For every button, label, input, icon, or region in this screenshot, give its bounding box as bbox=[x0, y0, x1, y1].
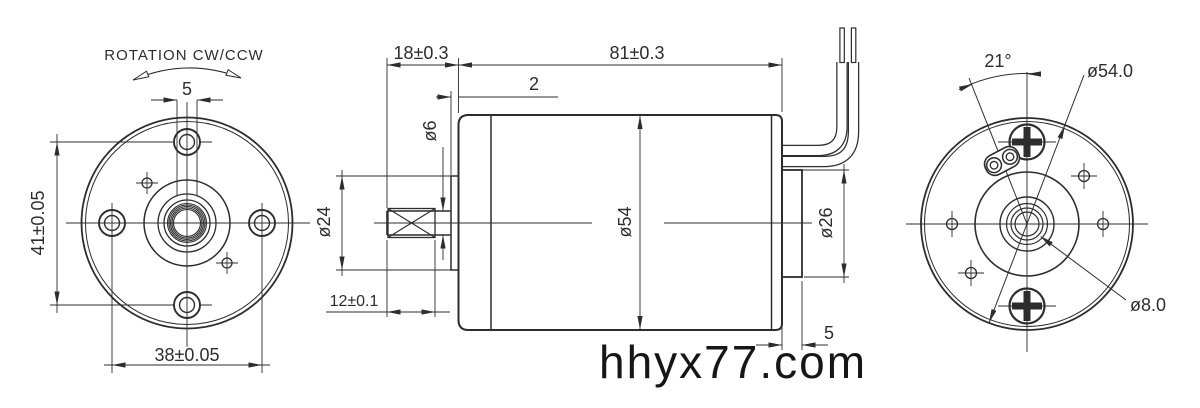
watermark: hhyx77.com bbox=[599, 336, 867, 388]
dim-terminal-angle: 21° bbox=[984, 51, 1011, 71]
dim-rear-boss-height: 5 bbox=[824, 323, 834, 343]
dim-horizontal-hole-pitch: 38±0.05 bbox=[155, 345, 220, 365]
dim-pilot-height: 2 bbox=[529, 74, 539, 94]
angle-dimension bbox=[958, 71, 1041, 92]
dim-key-width: 5 bbox=[182, 79, 192, 99]
dim-outer-dia: ø54.0 bbox=[1087, 61, 1133, 81]
terminal-pin bbox=[1001, 148, 1019, 165]
side-dimension-lines bbox=[326, 64, 845, 346]
dim-pilot-dia: ø24 bbox=[314, 206, 334, 237]
front-dimension-arrows bbox=[54, 97, 262, 368]
motor-body-outline bbox=[457, 114, 783, 331]
front-screw-marks bbox=[136, 172, 238, 274]
rotation-label: ROTATION CW/CCW bbox=[104, 47, 263, 64]
side-extension-lines bbox=[336, 58, 849, 350]
outer-dia-dimension bbox=[988, 74, 1085, 324]
rear-small-holes bbox=[945, 163, 1110, 286]
rear-view bbox=[906, 71, 1148, 352]
terminal-pin bbox=[985, 157, 1003, 174]
dim-shaft-hole-dia: ø8.0 bbox=[1130, 295, 1166, 315]
dim-body-dia: ø54 bbox=[615, 206, 635, 237]
dim-shaft-extension: 18±0.3 bbox=[394, 43, 449, 63]
dim-vertical-hole-pitch: 41±0.05 bbox=[28, 191, 48, 256]
front-centerlines bbox=[50, 100, 310, 373]
side-view bbox=[326, 27, 860, 350]
dim-shaft-dia: ø6 bbox=[420, 120, 440, 141]
wire-stripped-tip bbox=[839, 27, 845, 64]
terminal-connector bbox=[983, 145, 1021, 177]
rear-screws bbox=[998, 123, 1056, 325]
side-dimension-arrows bbox=[339, 62, 847, 348]
rear-boss bbox=[781, 169, 803, 278]
shaft-hole-leader bbox=[1040, 236, 1127, 301]
motor-body-seams bbox=[490, 115, 773, 330]
dim-body-length: 81±0.3 bbox=[610, 43, 665, 63]
wire-stripped-tip bbox=[850, 27, 857, 64]
dim-rear-boss-dia: ø26 bbox=[816, 207, 836, 238]
front-view bbox=[50, 67, 310, 373]
lead-wires bbox=[783, 27, 860, 168]
rotation-arrow bbox=[132, 67, 242, 81]
dim-knurl-length: 12±0.1 bbox=[330, 293, 379, 310]
